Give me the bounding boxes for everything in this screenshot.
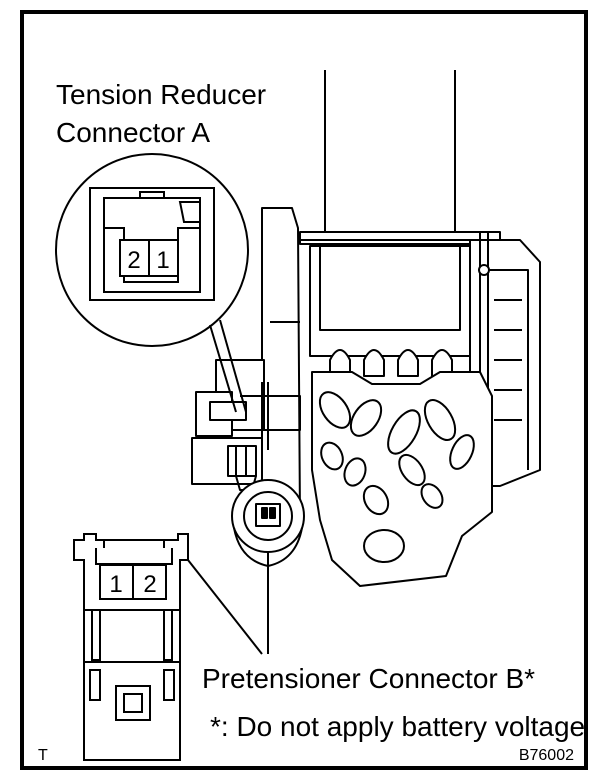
pretensioner-label: Pretensioner Connector B* — [202, 663, 535, 694]
plate-slot-10 — [362, 484, 390, 516]
plate-mount-hole — [363, 529, 405, 563]
spool-housing — [309, 245, 471, 357]
gear-housing-inner — [488, 269, 529, 470]
connector-a-leader-right — [219, 319, 247, 413]
pretensioner-pin-2 — [269, 507, 276, 519]
connector-b-lock-outer — [115, 685, 151, 721]
spool-tooth-3 — [397, 349, 419, 377]
rod-bolt — [478, 264, 490, 276]
plate-slot-4 — [423, 399, 457, 441]
plate-slot-3 — [387, 409, 421, 455]
plate-slot-2 — [349, 399, 383, 437]
seat-belt-retractor — [191, 70, 541, 587]
connector-b-ledge-ticks — [103, 540, 165, 548]
tension-reducer-label-line1: Tension Reducer — [56, 79, 266, 110]
pretensioner-pin-1 — [261, 507, 268, 519]
plate-slot-5 — [449, 434, 475, 470]
spool-window — [319, 246, 461, 331]
connector-a-callout — [55, 153, 249, 413]
footnote-label: *: Do not apply battery voltage — [210, 711, 585, 742]
corner-mark: T — [38, 747, 48, 764]
connector-a-corner-notch — [178, 201, 201, 223]
plate-slot-8 — [398, 453, 426, 487]
plate-slot-1 — [318, 391, 352, 429]
connector-a-latch — [104, 227, 200, 283]
connector-a-leader-left — [209, 324, 237, 413]
housing-left-column — [261, 207, 301, 521]
harness-clip-inner — [209, 401, 247, 421]
upper-bracket — [299, 231, 501, 241]
connector-b-leader-body — [187, 559, 263, 655]
connector-a-key — [139, 191, 165, 198]
upper-bracket-lip — [299, 240, 500, 245]
connector-a-pin-left: 2 — [127, 247, 140, 274]
harness-lead — [240, 395, 301, 431]
tension-reducer-label-line2: Connector A — [56, 117, 210, 148]
figure-frame — [20, 10, 588, 770]
connector-a-pin-right: 1 — [156, 247, 169, 274]
plate-slot-6 — [320, 441, 344, 471]
spool-tooth-2 — [363, 349, 385, 377]
mounting-plate — [311, 371, 493, 587]
pretensioner-socket-ring — [243, 491, 293, 541]
plate-slot-7 — [343, 457, 367, 487]
connector-a-inner — [103, 197, 201, 293]
plate-slot-9 — [420, 483, 444, 509]
connector-b-rails — [91, 610, 173, 661]
connector-b-pin-right: 2 — [143, 571, 156, 598]
connector-b-mounted-latch — [227, 445, 257, 477]
figure-id: B76002 — [519, 747, 574, 764]
connector-b-side-slots — [89, 669, 175, 701]
connector-b-lock-inner — [123, 693, 143, 713]
connector-b-detail — [73, 533, 269, 761]
connector-b-pin-left: 1 — [109, 571, 122, 598]
